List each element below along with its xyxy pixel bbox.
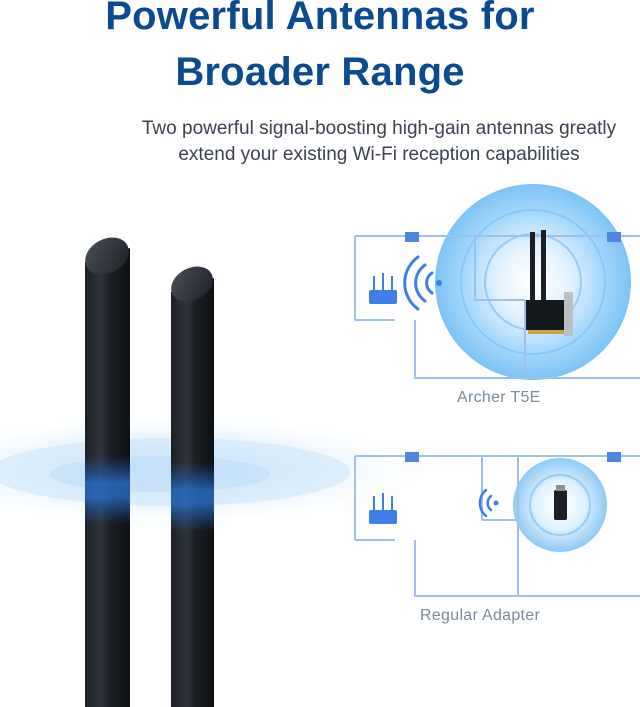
antenna-right <box>171 266 214 707</box>
archer-caption: Archer T5E <box>457 389 541 406</box>
router-icon <box>369 273 397 304</box>
subtitle: Two powerful signal-boosting high-gain a… <box>118 116 640 168</box>
headline-line-2: Broader Range <box>175 50 465 94</box>
subtitle-line-1: Two powerful signal-boosting high-gain a… <box>141 118 617 139</box>
weak-wifi-signal-icon <box>478 488 499 518</box>
regular-adapter-caption: Regular Adapter <box>420 607 541 624</box>
headline-line-1: Powerful Antennas for <box>105 0 535 38</box>
wifi-signal-icon <box>403 255 442 311</box>
antenna-left <box>85 237 130 707</box>
subtitle-line-2: extend your existing Wi-Fi reception cap… <box>178 144 580 165</box>
router-icon-small <box>369 493 397 524</box>
pcie-card-icon <box>526 230 573 336</box>
usb-adapter-icon <box>554 485 567 520</box>
regular-adapter-diagram <box>354 452 640 597</box>
archer-diagram <box>354 184 640 380</box>
